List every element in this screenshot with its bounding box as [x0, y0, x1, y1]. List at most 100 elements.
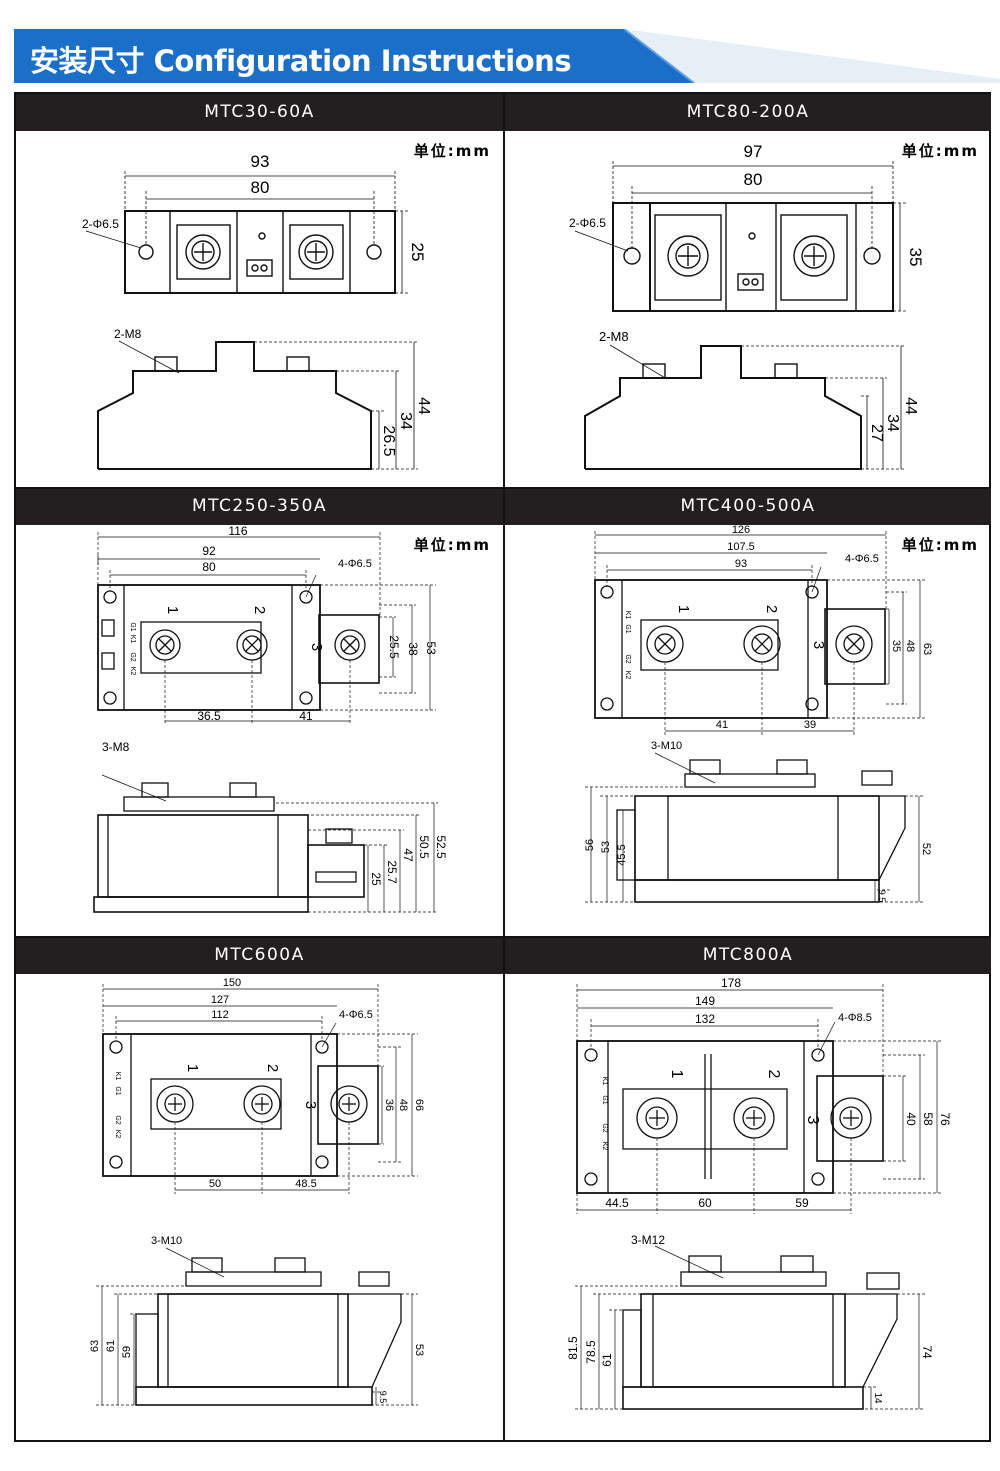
- module-cell-mtc600a: MTC600A: [16, 937, 503, 1442]
- terminal-label-3: 3: [302, 1101, 319, 1109]
- dim-height-2: 53: [424, 641, 438, 655]
- dim-height-2: 76: [938, 1112, 952, 1126]
- gate-label: K2: [129, 667, 136, 676]
- dim-height-0: 40: [904, 1112, 918, 1126]
- dim-pitch-1: 36.5: [197, 709, 221, 723]
- hole-label: 4-Φ6.5: [338, 558, 372, 570]
- terminal-label-2: 2: [765, 1070, 782, 1079]
- terminal-label-1: 1: [184, 1064, 201, 1072]
- dim-height-1: 48: [904, 640, 916, 652]
- dim-side-right-0: 52: [920, 843, 932, 855]
- hole-label: 4-Φ6.5: [339, 1009, 373, 1021]
- dim-side-1: 34: [884, 414, 901, 432]
- dim-pitch-1: 50: [209, 1178, 221, 1190]
- unit-label: 单位:mm: [901, 536, 979, 554]
- module-cell-mtc250-350a: MTC250-350A 单位:mm: [16, 488, 503, 937]
- terminal-label-1: 1: [675, 605, 692, 613]
- dim-side-1: 34: [397, 412, 414, 430]
- thread-label: 2-M8: [114, 327, 142, 341]
- dim-side-right-1: 9.5: [877, 890, 887, 903]
- thread-label: 3-M10: [151, 1235, 182, 1247]
- column-divider: [503, 94, 505, 1440]
- dim-width-total: 178: [721, 976, 741, 990]
- dim-width-total: 93: [251, 152, 270, 171]
- dim-height-1: 38: [406, 642, 420, 656]
- dim-side-left-1: 78.5: [584, 1340, 598, 1364]
- module-drawing: 150 127 112 4-Φ6.5 50 48.5 36 48 66 1 2 …: [89, 977, 425, 1406]
- terminal-label-2: 2: [264, 1064, 281, 1072]
- dim-height: 25: [408, 243, 427, 262]
- module-title: MTC80-200A: [505, 94, 991, 131]
- dim-side-left-0: 56: [584, 839, 596, 851]
- dim-width-total: 150: [223, 977, 241, 989]
- dimension-grid: MTC30-60A 单位:mm: [14, 92, 991, 1442]
- dim-width-holes: 93: [735, 558, 747, 570]
- dim-side-right-0: 53: [413, 1344, 425, 1356]
- thread-label: 3-M12: [631, 1233, 665, 1247]
- dim-side-4: 25: [369, 872, 383, 886]
- row-divider: [16, 936, 989, 938]
- dim-side-0: 44: [902, 397, 919, 415]
- module-cell-mtc30-60a: MTC30-60A 单位:mm: [16, 94, 503, 488]
- terminal-label-2: 2: [763, 605, 780, 613]
- terminal-label-2: 2: [251, 606, 268, 614]
- thread-label: 2-M8: [599, 329, 629, 344]
- dim-side-2: 26.5: [380, 425, 397, 456]
- dim-height-0: 35: [890, 640, 902, 652]
- hole-label: 4-Φ6.5: [845, 553, 879, 565]
- terminal-label-1: 1: [668, 1070, 685, 1079]
- dim-side-left-2: 59: [121, 1346, 133, 1358]
- dim-width-mid: 92: [202, 544, 216, 558]
- dim-width-holes: 80: [202, 560, 216, 574]
- dim-width-mid: 107.5: [727, 541, 755, 553]
- dim-side-3: 25.7: [385, 860, 399, 884]
- gate-label: G2: [129, 652, 136, 661]
- module-drawing: 116 92 80 4-Φ6.5 36.5 41 25.5 38 53 1 2 …: [93, 525, 448, 913]
- dim-height: 35: [906, 248, 925, 267]
- dim-side-1: 50.5: [417, 835, 431, 859]
- module-cell-mtc400-500a: MTC400-500A 单位:mm: [505, 488, 991, 937]
- unit-label: 单位:mm: [901, 142, 979, 160]
- module-drawing: 97 80 35 2-Φ6.5 2-M8 44 34 27: [569, 142, 925, 470]
- dim-width-holes: 132: [695, 1012, 715, 1026]
- dim-side-left-1: 53: [600, 841, 612, 853]
- hole-label: 2-Φ6.5: [82, 217, 119, 231]
- dim-height-1: 58: [921, 1112, 935, 1126]
- dim-height-2: 63: [921, 643, 933, 655]
- dim-height-0: 25.5: [387, 635, 401, 659]
- terminal-label-3: 3: [308, 643, 325, 651]
- dim-height-0: 36: [383, 1099, 395, 1111]
- dim-pitch-1: 41: [716, 719, 728, 731]
- dim-side-0: 44: [415, 397, 432, 415]
- terminal-label-3: 3: [810, 641, 827, 649]
- dim-width-total: 126: [732, 525, 750, 536]
- module-title: MTC250-350A: [16, 488, 503, 525]
- module-drawing: 93 80 25 2-Φ6.5 2-M8 44 34 26.5: [82, 152, 432, 470]
- dim-pitch-2: 48.5: [295, 1178, 316, 1190]
- dim-width-holes: 80: [744, 170, 763, 189]
- dim-side-0: 52.5: [434, 835, 448, 859]
- module-cell-mtc800a: MTC800A: [505, 937, 991, 1442]
- gate-label: K1: [624, 611, 631, 620]
- module-drawing: 178 149 132 4-Φ8.5 44.5 60 59 40 58 76 1…: [566, 976, 952, 1410]
- dim-width-mid: 149: [695, 994, 715, 1008]
- dim-width-holes: 80: [251, 178, 270, 197]
- dim-width-holes: 112: [211, 1009, 229, 1021]
- dim-pitch-1: 60: [698, 1196, 712, 1210]
- terminal-label-3: 3: [804, 1116, 821, 1125]
- module-title: MTC400-500A: [505, 488, 991, 525]
- unit-label: 单位:mm: [413, 536, 491, 554]
- dim-side-right-1: 9.5: [378, 1391, 388, 1404]
- section-banner: [14, 29, 1000, 83]
- dim-height-2: 66: [413, 1099, 425, 1111]
- gate-label: K1: [129, 635, 136, 644]
- dim-side-right-1: 14: [872, 1392, 883, 1404]
- dim-side-left-2: 61: [600, 1353, 614, 1367]
- dim-pitch-2: 41: [299, 709, 313, 723]
- dim-side-right-0: 74: [920, 1345, 934, 1359]
- gate-label: G1: [114, 1086, 121, 1095]
- dim-side-left-0: 81.5: [566, 1336, 580, 1360]
- module-title: MTC600A: [16, 937, 503, 974]
- gate-label: K1: [114, 1072, 121, 1081]
- module-cell-mtc80-200a: MTC80-200A 单位:mm: [505, 94, 991, 488]
